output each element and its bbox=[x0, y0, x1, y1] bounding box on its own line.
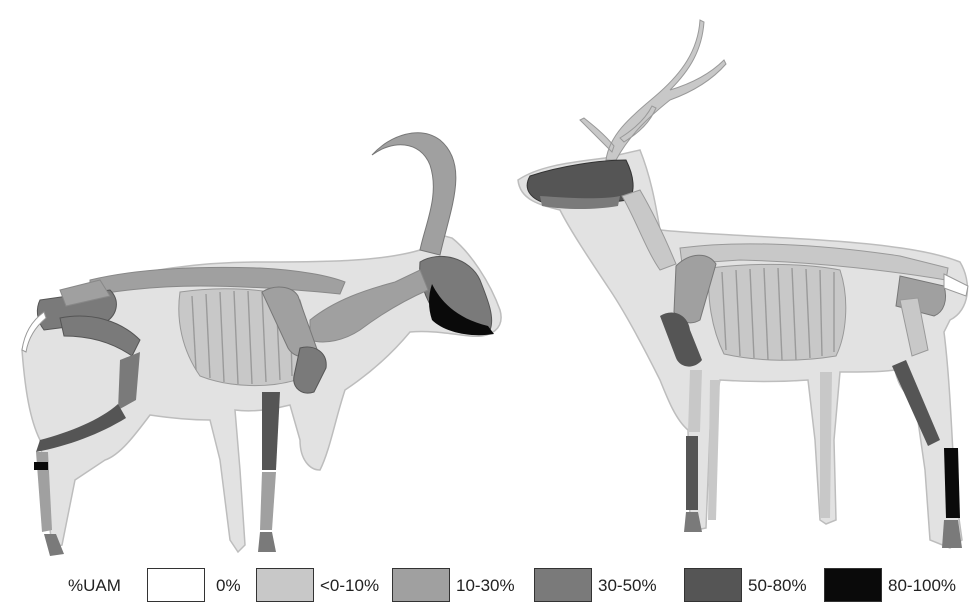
deer-ribcage bbox=[709, 264, 846, 360]
legend-label-5: 80-100% bbox=[888, 576, 956, 596]
uam-legend: %UAM 0% <0-10% 10-30% 30-50% 50-80% 80-1… bbox=[0, 566, 974, 604]
deer-front-metacarpal bbox=[686, 436, 698, 510]
legend-label-0: 0% bbox=[216, 576, 241, 596]
legend-label-1: <0-10% bbox=[320, 576, 379, 596]
legend-swatch-4 bbox=[684, 568, 742, 602]
legend-label-2: 10-30% bbox=[456, 576, 515, 596]
legend-label-4: 50-80% bbox=[748, 576, 807, 596]
deer-metatarsal bbox=[944, 448, 960, 518]
ibex-hind-tarsal-black bbox=[34, 462, 48, 470]
ibex-horn bbox=[372, 133, 456, 255]
red-deer-skeleton bbox=[518, 20, 968, 548]
deer-front-leg-far bbox=[708, 380, 720, 520]
skeleton-figure bbox=[0, 0, 974, 560]
legend-swatch-1 bbox=[256, 568, 314, 602]
legend-swatch-5 bbox=[824, 568, 882, 602]
ibex-front-radius bbox=[262, 392, 280, 470]
legend-swatch-3 bbox=[534, 568, 592, 602]
legend-label-3: 30-50% bbox=[598, 576, 657, 596]
deer-hind-leg-far bbox=[820, 372, 832, 518]
legend-swatch-2 bbox=[392, 568, 450, 602]
deer-front-radius bbox=[688, 370, 702, 432]
ibex-front-phalanx bbox=[258, 532, 276, 552]
ibex-skeleton bbox=[22, 133, 501, 556]
deer-antlers bbox=[580, 20, 726, 160]
legend-title: %UAM bbox=[68, 576, 121, 596]
ibex-front-metacarpal bbox=[260, 472, 276, 530]
legend-swatch-0 bbox=[147, 568, 205, 602]
